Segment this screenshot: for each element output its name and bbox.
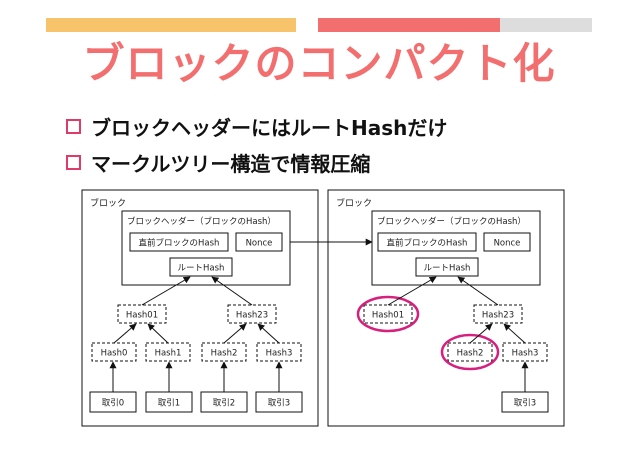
left-hash23-box bbox=[227, 304, 277, 324]
right-tree-arrows bbox=[387, 276, 529, 392]
right-root-hash-box bbox=[415, 257, 479, 277]
right-hash01-box bbox=[363, 304, 413, 324]
top-bar-yellow bbox=[46, 18, 296, 32]
right-hash23-text: Hash23 bbox=[482, 311, 514, 321]
left-hash0-text: Hash0 bbox=[101, 349, 128, 359]
right-hash01-text: Hash01 bbox=[372, 311, 404, 321]
right-block: ブロック ブロックヘッダー（ブロックのHash） 直前ブロックのHash Non… bbox=[327, 189, 565, 427]
left-hash01-box bbox=[117, 304, 167, 324]
left-prev-hash-text: 直前ブロックのHash bbox=[139, 238, 220, 249]
left-hash1-text: Hash1 bbox=[155, 349, 182, 359]
left-root-hash-box bbox=[169, 257, 233, 277]
right-hash2-highlight bbox=[440, 333, 500, 371]
left-prev-hash-box bbox=[129, 232, 229, 252]
left-hash23-text: Hash23 bbox=[236, 311, 268, 321]
bullet-square-icon bbox=[66, 155, 81, 170]
right-hash2-text: Hash2 bbox=[457, 349, 484, 359]
left-tree-arrows bbox=[109, 276, 283, 392]
left-hash3-text: Hash3 bbox=[266, 349, 293, 359]
left-tx3-text: 取引3 bbox=[268, 399, 290, 409]
left-hash01-text: Hash01 bbox=[126, 311, 158, 321]
right-header-frame bbox=[371, 210, 541, 286]
left-header-frame bbox=[121, 210, 291, 286]
bullet-1-text: ブロックヘッダーにはルートHashだけ bbox=[91, 116, 448, 140]
right-hash23-box bbox=[473, 304, 523, 324]
right-block-label: ブロック bbox=[336, 197, 372, 209]
bullet-2: マークルツリー構造で情報圧縮 bbox=[66, 148, 370, 177]
left-block-frame bbox=[81, 189, 319, 427]
top-bar-gray bbox=[500, 18, 592, 32]
right-header-label: ブロックヘッダー（ブロックのHash） bbox=[377, 216, 526, 227]
right-prev-hash-box bbox=[377, 232, 477, 252]
right-hash3-text: Hash3 bbox=[512, 349, 539, 359]
left-header-label: ブロックヘッダー（ブロックのHash） bbox=[127, 216, 276, 227]
right-tx3-text: 取引3 bbox=[514, 399, 536, 409]
right-block-frame bbox=[327, 189, 565, 427]
left-root-hash-text: ルートHash bbox=[178, 264, 225, 274]
right-prev-hash-text: 直前ブロックのHash bbox=[387, 238, 468, 249]
left-block-label: ブロック bbox=[90, 197, 126, 209]
left-tx1-text: 取引1 bbox=[158, 399, 180, 409]
left-nonce-text: Nonce bbox=[246, 239, 273, 249]
left-block: ブロック ブロックヘッダー（ブロックのHash） 直前ブロックのHash Non… bbox=[81, 189, 319, 427]
bullet-1: ブロックヘッダーにはルートHashだけ bbox=[66, 112, 447, 141]
bullet-2-text: マークルツリー構造で情報圧縮 bbox=[91, 152, 371, 176]
right-hash01-highlight bbox=[356, 295, 420, 333]
left-hash2-text: Hash2 bbox=[211, 349, 238, 359]
left-tx2-text: 取引2 bbox=[213, 399, 235, 409]
bullet-square-icon bbox=[66, 119, 81, 134]
slide-title: ブロックのコンパクト化 bbox=[82, 39, 556, 88]
right-root-hash-text: ルートHash bbox=[424, 264, 471, 274]
left-nonce-box bbox=[235, 232, 283, 252]
right-nonce-text: Nonce bbox=[494, 239, 521, 249]
top-bar-red bbox=[318, 18, 500, 32]
right-nonce-box bbox=[483, 232, 531, 252]
left-tx0-text: 取引0 bbox=[102, 399, 124, 409]
